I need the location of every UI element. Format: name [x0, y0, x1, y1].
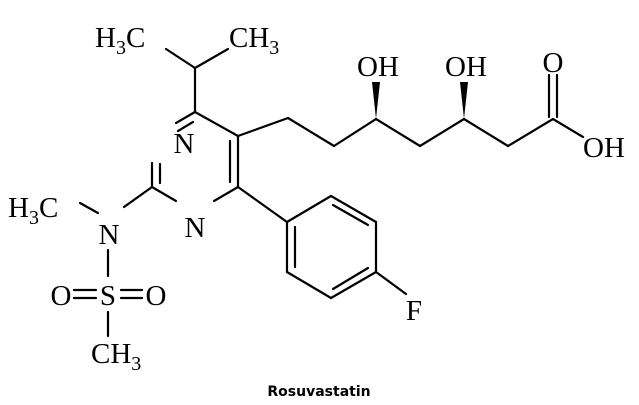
bonds: [72, 47, 585, 338]
bond-cooh-to-oh: [551, 117, 585, 139]
bond-ph1-to-ph2: [285, 194, 333, 224]
atom-o-carbonyl: O: [543, 47, 564, 79]
bond-isopropyl-ch-to-ch3-right: [193, 47, 230, 70]
atom-oh-5: OH: [445, 51, 487, 83]
bond-c6-to-phenyl: [236, 185, 289, 224]
atom-oh-3: OH: [357, 51, 399, 83]
atom-o-sulfonyl-right: O: [146, 280, 167, 312]
bond-n3-to-c4-inner: [176, 120, 195, 133]
atom-n-ring-top: N: [174, 128, 195, 160]
bond-ph2-to-ph3: [329, 194, 378, 224]
bond-c2-to-amine-n: [122, 185, 154, 209]
bond-isopropyl-ch-to-ch3-left: [164, 47, 197, 70]
bond-ph4-to-f: [374, 270, 408, 296]
bond-c4chain-to-c5: [418, 117, 466, 148]
bond-c6chain-to-cooh: [506, 117, 555, 148]
bond-ph4-ph5-inner: [331, 266, 370, 291]
bond-c3-to-c4chain: [374, 117, 422, 148]
bond-c6-to-n1: [212, 185, 240, 203]
atom-ch3-sulfonyl: CH3: [91, 338, 141, 375]
bond-ph2-ph3-inner: [331, 203, 370, 227]
atom-o-sulfonyl-left: O: [51, 280, 72, 312]
bond-chain2-to-c3: [332, 117, 378, 148]
molecule-name-caption: Rosuvastatin: [267, 384, 370, 400]
wedge-c3-to-oh: [372, 82, 380, 119]
bond-c5-to-c6chain: [462, 117, 510, 148]
atom-s-sulfonyl: S: [100, 280, 116, 312]
bond-c5-to-chain1: [236, 116, 290, 138]
bond-n3-to-c4: [174, 110, 197, 125]
bond-n1-to-c2: [150, 185, 178, 203]
bond-chain1-to-chain2: [286, 116, 336, 148]
bond-c4-to-c5: [193, 110, 240, 138]
atom-fluorine: F: [406, 295, 422, 327]
bond-ph4-to-ph5: [329, 270, 378, 300]
atom-ch3-amine: H3C: [8, 192, 58, 229]
atom-oh-acid: OH: [583, 132, 625, 164]
atom-n-amine: N: [99, 219, 120, 251]
atom-ch3-isopropyl-right: CH3: [229, 22, 279, 59]
atom-ch3-isopropyl-left: H3C: [95, 22, 145, 59]
wedge-c5-to-oh: [460, 82, 468, 119]
bond-ph5-to-ph6: [285, 270, 333, 300]
atom-n-ring-bottom: N: [185, 212, 206, 244]
bond-amine-n-to-ch3: [78, 201, 100, 215]
